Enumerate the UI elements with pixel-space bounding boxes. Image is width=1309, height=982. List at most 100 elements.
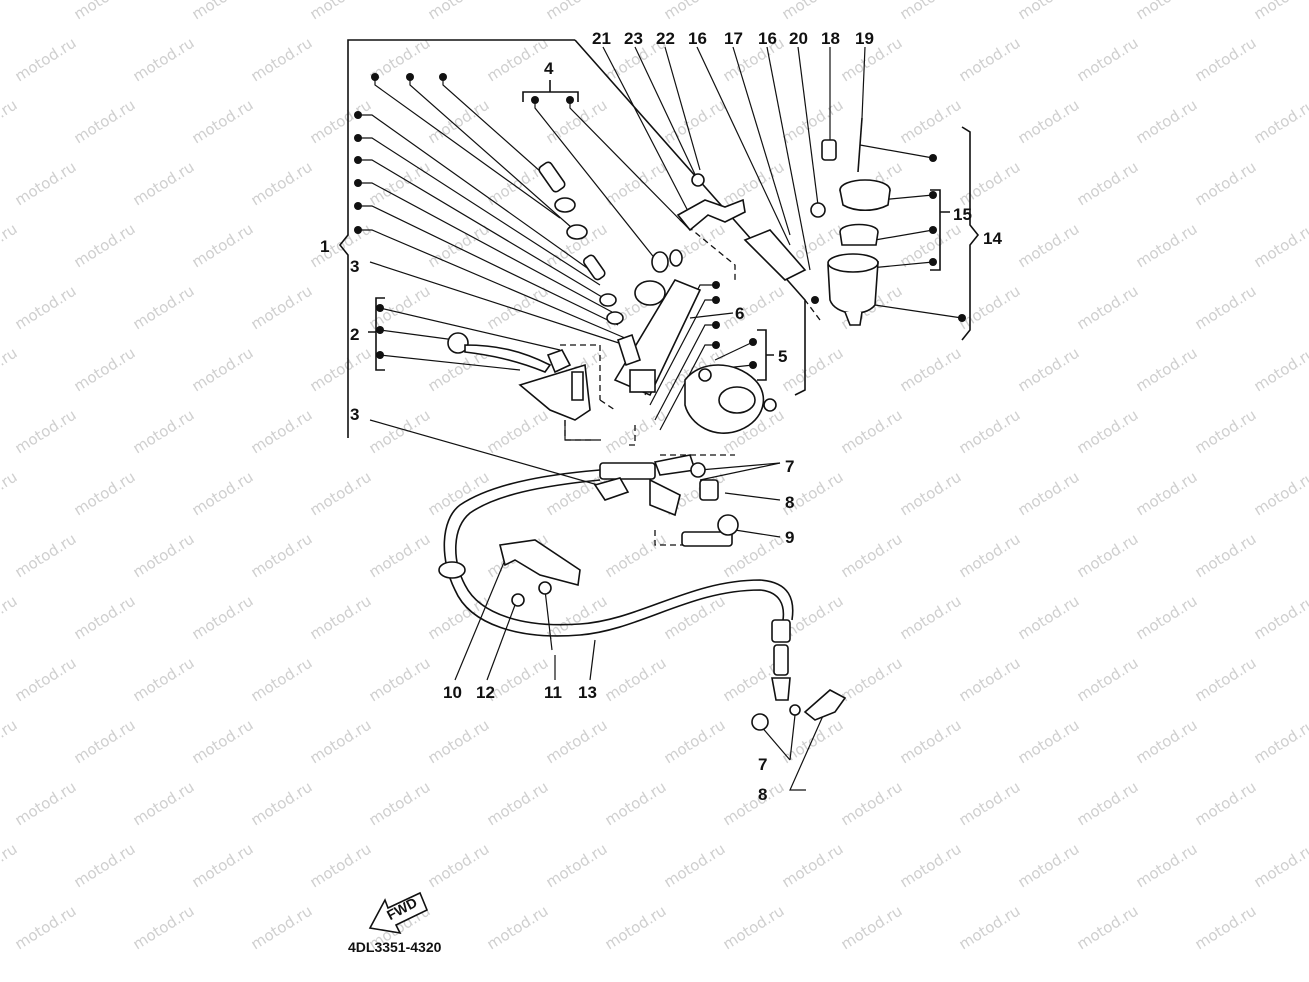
watermark-text: motod.ru <box>248 158 316 210</box>
watermark-text: motod.ru <box>307 716 375 768</box>
watermark-text: motod.ru <box>897 344 965 396</box>
watermark-text: motod.ru <box>956 778 1024 830</box>
callout-16: 16 <box>688 29 707 48</box>
watermark-text: motod.ru <box>1251 344 1309 396</box>
group-14-bracket <box>961 126 980 341</box>
watermark-text: motod.ru <box>956 158 1024 210</box>
watermark-text: motod.ru <box>956 34 1024 86</box>
diagram-code: 4DL3351-4320 <box>348 939 442 955</box>
watermark-text: motod.ru <box>1015 468 1083 520</box>
watermark-text: motod.ru <box>12 654 80 706</box>
callout-4: 4 <box>544 59 554 78</box>
watermark-text: motod.ru <box>1133 468 1201 520</box>
callout-3: 3 <box>350 405 359 424</box>
watermark-text: motod.ru <box>956 902 1024 954</box>
watermark-text: motod.ru <box>366 406 434 458</box>
watermark-text: motod.ru <box>779 716 847 768</box>
watermark-text: motod.ru <box>189 468 257 520</box>
watermark-text: motod.ru <box>189 96 257 148</box>
watermark-text: motod.ru <box>425 592 493 644</box>
callout-23: 23 <box>624 29 643 48</box>
clutch-lever <box>447 332 595 441</box>
watermark-text: motod.ru <box>0 0 20 23</box>
watermark-text: motod.ru <box>956 530 1024 582</box>
watermark-text: motod.ru <box>1251 220 1309 272</box>
watermark-text: motod.ru <box>602 778 670 830</box>
watermark-text: motod.ru <box>484 778 552 830</box>
watermark-text: motod.ru <box>130 530 198 582</box>
watermark-text: motod.ru <box>1133 716 1201 768</box>
callout-19: 19 <box>855 29 874 48</box>
callout-11: 11 <box>544 683 562 702</box>
watermark-text: motod.ru <box>307 468 375 520</box>
watermark-text: motod.ru <box>484 34 552 86</box>
watermark-text: motod.ru <box>1015 96 1083 148</box>
callout-labels: 21 23 22 16 17 16 20 18 19 4 1 3 2 3 6 5… <box>320 29 1002 804</box>
watermark-text: motod.ru <box>366 530 434 582</box>
watermark-text: motod.ru <box>661 840 729 892</box>
watermark-text: motod.ru <box>897 716 965 768</box>
watermark-text: motod.ru <box>602 654 670 706</box>
watermark-text: motod.ru <box>425 716 493 768</box>
watermark-text: motod.ru <box>779 0 847 23</box>
watermark-text: motod.ru <box>248 654 316 706</box>
watermark-text: motod.ru <box>1015 220 1083 272</box>
watermark-text: motod.ru <box>838 654 906 706</box>
watermark-text: motod.ru <box>307 592 375 644</box>
callout-15: 15 <box>953 205 972 224</box>
watermark-text: motod.ru <box>838 902 906 954</box>
callout-13: 13 <box>578 683 597 702</box>
watermark-text: motod.ru <box>425 96 493 148</box>
watermark-text: motod.ru <box>1192 530 1260 582</box>
watermark-text: motod.ru <box>1192 902 1260 954</box>
callout-22: 22 <box>656 29 675 48</box>
callout-8: 8 <box>785 493 794 512</box>
watermark-text: motod.ru <box>130 654 198 706</box>
watermark-text: motod.ru <box>0 840 20 892</box>
watermark-text: motod.ru <box>956 282 1024 334</box>
watermark-text: motod.ru <box>543 0 611 23</box>
master-cylinder <box>613 279 777 434</box>
watermark-text: motod.ru <box>1074 34 1142 86</box>
watermark-text: motod.ru <box>12 34 80 86</box>
watermark-text: motod.ru <box>12 778 80 830</box>
watermark-text: motod.ru <box>12 158 80 210</box>
callout-12: 12 <box>476 683 495 702</box>
watermark-text: motod.ru <box>838 778 906 830</box>
watermark-text: motod.ru <box>897 468 965 520</box>
watermark-text: motod.ru <box>779 840 847 892</box>
watermark-text: motod.ru <box>1133 840 1201 892</box>
watermark-text: motod.ru <box>189 220 257 272</box>
watermark-text: motod.ru <box>130 406 198 458</box>
watermark-text: motod.ru <box>189 0 257 23</box>
watermark-text: motod.ru <box>1192 34 1260 86</box>
watermark-text: motod.ru <box>189 716 257 768</box>
callout-18: 18 <box>821 29 840 48</box>
watermark-text: motod.ru <box>0 592 20 644</box>
hose-clamp <box>499 539 581 607</box>
watermark-text: motod.ru <box>12 282 80 334</box>
group-5-bracket <box>757 329 774 381</box>
reservoir <box>810 117 891 326</box>
callout-17: 17 <box>724 29 743 48</box>
watermark-text: motod.ru <box>1251 592 1309 644</box>
watermark-text: motod.ru <box>366 654 434 706</box>
callout-10: 10 <box>443 683 462 702</box>
watermark-text: motod.ru <box>1133 0 1201 23</box>
watermark-text: motod.ru <box>720 902 788 954</box>
watermark-text: motod.ru <box>12 406 80 458</box>
callout-21: 21 <box>592 29 611 48</box>
watermark-text: motod.ru <box>661 716 729 768</box>
watermark-text: motod.ru <box>897 96 965 148</box>
watermark-text: motod.ru <box>71 96 139 148</box>
watermark-text: motod.ru <box>248 34 316 86</box>
watermark-text: motod.ru <box>1251 840 1309 892</box>
watermark-text: motod.ru <box>897 840 965 892</box>
watermark-text: motod.ru <box>1192 158 1260 210</box>
watermark-text: motod.ru <box>248 902 316 954</box>
watermark-text: motod.ru <box>71 0 139 23</box>
watermark-text: motod.ru <box>248 778 316 830</box>
callout-6: 6 <box>735 304 744 323</box>
watermark-text: motod.ru <box>602 530 670 582</box>
watermark-text: motod.ru <box>1015 0 1083 23</box>
